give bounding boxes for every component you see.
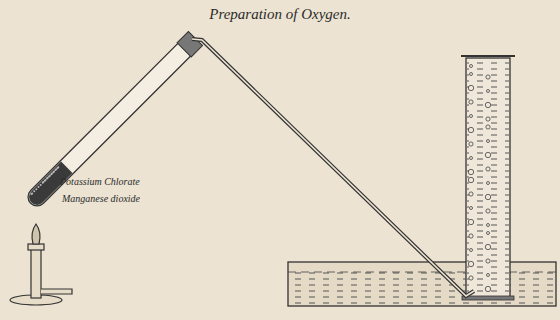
speckle	[57, 166, 59, 168]
bubble	[469, 192, 473, 196]
bubble	[486, 209, 490, 213]
speckle	[35, 188, 37, 190]
bubble	[468, 177, 473, 182]
speckle	[47, 177, 49, 179]
speckle	[30, 193, 32, 195]
part-label: Potassium Chlorate	[60, 176, 140, 187]
bubble	[468, 169, 473, 174]
speckle	[40, 184, 42, 186]
speckle	[37, 186, 39, 188]
speckle	[31, 192, 33, 194]
bubble	[470, 157, 473, 160]
speckle	[53, 170, 55, 172]
speckle	[33, 190, 35, 192]
bubble	[468, 85, 473, 90]
speckle	[44, 180, 46, 182]
speckle	[42, 181, 44, 183]
pneumatic-trough	[288, 262, 556, 306]
speckle	[50, 173, 52, 175]
bubble	[485, 286, 490, 291]
bubble	[470, 115, 473, 118]
bubble	[485, 244, 490, 249]
bubble	[485, 102, 490, 107]
bubble	[487, 274, 490, 277]
bubble	[487, 224, 490, 227]
speckle	[48, 175, 50, 177]
speckle	[52, 171, 54, 173]
gas-jar	[461, 56, 515, 300]
bubble	[486, 117, 490, 121]
bunsen-burner	[10, 224, 72, 305]
part-label: Manganese dioxide	[62, 193, 140, 204]
speckle	[51, 173, 53, 175]
bubble	[470, 207, 473, 210]
speckle	[45, 179, 47, 181]
speckle	[55, 168, 57, 170]
bubble	[486, 75, 490, 79]
speckle	[49, 175, 51, 177]
bubble	[469, 276, 473, 280]
speckle	[46, 178, 48, 180]
bubble	[469, 234, 473, 238]
bubble	[485, 194, 490, 199]
bubble	[469, 100, 473, 104]
speckle	[57, 167, 59, 169]
gas-bubbles	[468, 65, 490, 292]
bubble	[468, 219, 473, 224]
bubble	[486, 167, 490, 171]
bubble	[470, 73, 473, 76]
test-tube	[24, 31, 203, 210]
stopper	[177, 31, 202, 56]
bubble	[487, 232, 490, 235]
bubble	[487, 182, 490, 185]
bubble	[470, 249, 473, 252]
bubble	[485, 152, 490, 157]
speckle	[42, 182, 44, 184]
bubble	[470, 65, 473, 68]
bubble	[468, 127, 473, 132]
mixture-speckles	[30, 166, 59, 195]
bubble	[468, 261, 473, 266]
speckle	[54, 169, 56, 171]
delivery-tube	[192, 39, 474, 296]
bubble	[487, 90, 490, 93]
bubble	[486, 259, 490, 263]
bubble	[487, 140, 490, 143]
diagram-title: Preparation of Oxygen.	[0, 6, 560, 23]
bubble	[469, 142, 473, 146]
bubble	[486, 125, 490, 129]
